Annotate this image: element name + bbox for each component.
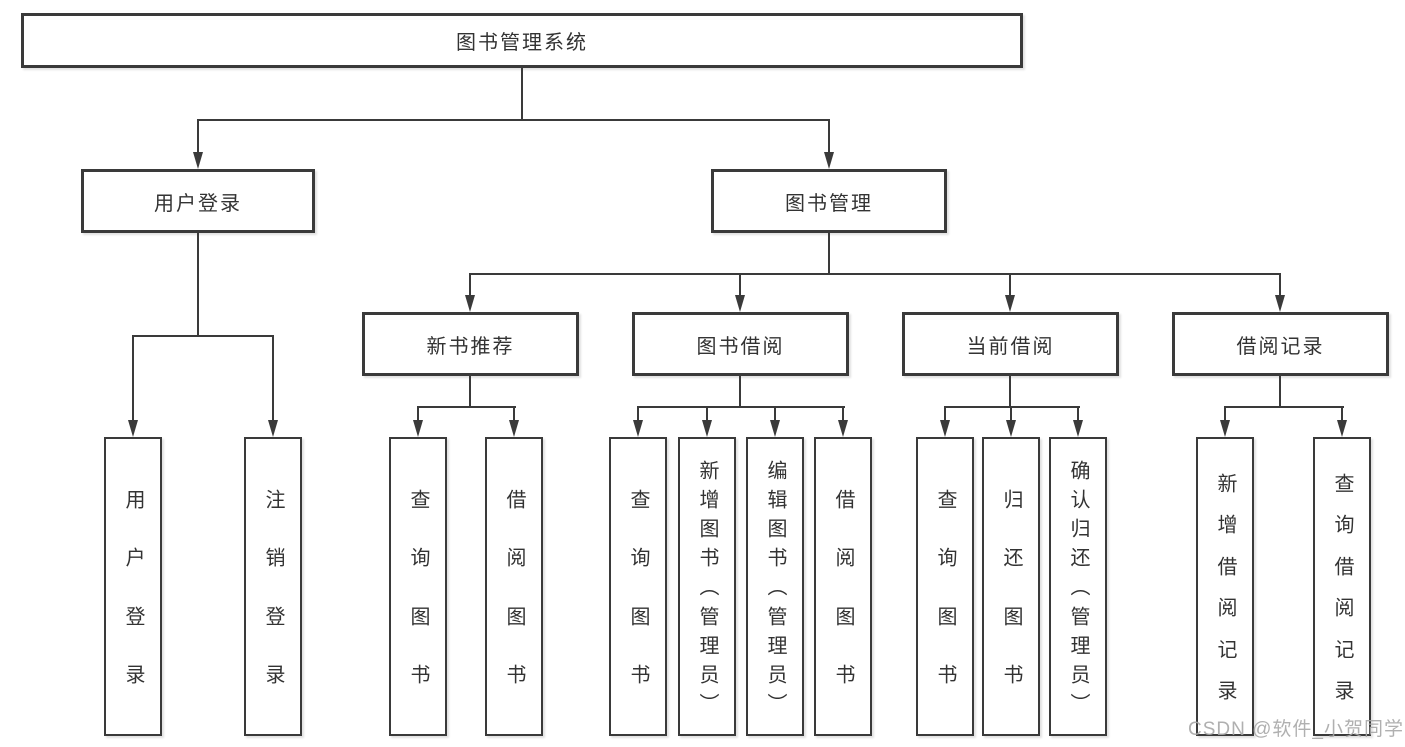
arrow-to-borrowing [735, 295, 745, 312]
connector-records-hline [1224, 406, 1344, 408]
leaf-borrow-books-borrowing: 借阅图书 [814, 437, 872, 736]
leaf-add-books-admin: 新增图书（管理员） [678, 437, 736, 736]
leaf-query-books-recommend: 查询图书 [389, 437, 447, 736]
connector-bookmgmt-stem [828, 233, 830, 273]
connector-records-stem [1279, 376, 1281, 406]
arrow-borrowing-c2 [702, 420, 712, 437]
node-current-borrowing: 当前借阅 [902, 312, 1119, 376]
connector-recommend-stem [469, 376, 471, 406]
arrow-borrowing-c4 [838, 420, 848, 437]
arrow-to-leaf-logout [268, 420, 278, 437]
leaf-query-books-current: 查询图书 [916, 437, 974, 736]
connector-current-c2 [1010, 406, 1012, 421]
arrow-current-c3 [1073, 420, 1083, 437]
connector-borrowing-c1 [637, 406, 639, 421]
connector-bookmgmt-hline [469, 273, 1281, 275]
connector-to-leaf-logout [272, 335, 274, 421]
connector-userlogin-stem [197, 232, 199, 335]
leaf-return-books: 归还图书 [982, 437, 1040, 736]
connector-borrowing-c3 [774, 406, 776, 421]
connector-to-leaf-login [132, 335, 134, 421]
connector-current-stem [1009, 376, 1011, 406]
arrow-current-c2 [1006, 420, 1016, 437]
leaf-borrow-books-recommend: 借阅图书 [485, 437, 543, 736]
node-library-management-system: 图书管理系统 [21, 13, 1023, 68]
connector-current-hline [944, 406, 1080, 408]
connector-current-c3 [1077, 406, 1079, 421]
leaf-logout: 注销登录 [244, 437, 302, 736]
arrow-recommend-c1 [413, 420, 423, 437]
connector-root-stem [521, 68, 523, 119]
leaf-query-borrow-record: 查询借阅记录 [1313, 437, 1371, 736]
connector-to-recommend [469, 273, 471, 296]
connector-current-c1 [944, 406, 946, 421]
arrow-current-c1 [940, 420, 950, 437]
connector-to-borrowing [739, 273, 741, 296]
connector-borrowing-c2 [706, 406, 708, 421]
connector-borrowing-c4 [842, 406, 844, 421]
arrow-records-c2 [1337, 420, 1347, 437]
arrow-to-recommend [465, 295, 475, 312]
leaf-confirm-return-admin: 确认归还（管理员） [1049, 437, 1107, 736]
arrow-borrowing-c1 [633, 420, 643, 437]
arrow-borrowing-c3 [770, 420, 780, 437]
leaf-edit-books-admin: 编辑图书（管理员） [746, 437, 804, 736]
node-book-management: 图书管理 [711, 169, 947, 233]
connector-records-c1 [1224, 406, 1226, 421]
connector-recommend-c1 [417, 406, 419, 421]
arrow-recommend-c2 [509, 420, 519, 437]
node-new-book-recommendation: 新书推荐 [362, 312, 579, 376]
node-borrowing-records: 借阅记录 [1172, 312, 1389, 376]
connector-borrowing-stem [739, 376, 741, 406]
arrow-to-user-login [193, 152, 203, 169]
connector-recommend-hline [417, 406, 516, 408]
connector-to-records [1279, 273, 1281, 296]
connector-borrowing-hline [637, 406, 845, 408]
connector-userlogin-hline [132, 335, 274, 337]
connector-root-hline [197, 119, 830, 121]
leaf-query-books-borrowing: 查询图书 [609, 437, 667, 736]
leaf-user-login: 用户登录 [104, 437, 162, 736]
arrow-to-leaf-login [128, 420, 138, 437]
connector-recommend-c2 [513, 406, 515, 421]
arrow-to-current [1005, 295, 1015, 312]
csdn-watermark: CSDN @软件_小贺同学 [1188, 719, 1404, 740]
leaf-add-borrow-record: 新增借阅记录 [1196, 437, 1254, 736]
connector-to-user-login [197, 119, 199, 153]
node-book-borrowing: 图书借阅 [632, 312, 849, 376]
node-user-login: 用户登录 [81, 169, 315, 233]
arrow-to-book-management [824, 152, 834, 169]
arrow-to-records [1275, 295, 1285, 312]
connector-to-book-management [828, 119, 830, 153]
connector-records-c2 [1341, 406, 1343, 421]
connector-to-current [1009, 273, 1011, 296]
arrow-records-c1 [1220, 420, 1230, 437]
